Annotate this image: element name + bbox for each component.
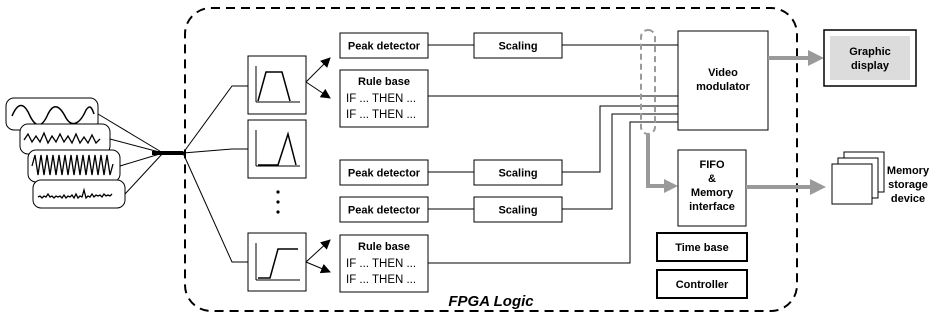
svg-text:Scaling: Scaling [498, 168, 537, 180]
fpga-frame [184, 7, 798, 312]
bus-to-fifo-arrowhead [664, 179, 678, 193]
svg-text:interface: interface [689, 201, 735, 213]
fifo-memory-interface: FIFO & Memory interface [677, 149, 747, 227]
peak-detector-1: Peak detector [339, 32, 429, 59]
ellipsis-dots [276, 190, 280, 214]
peak-detector-2: Peak detector [339, 159, 429, 186]
controller: Controller [656, 269, 748, 299]
filter-block-3 [247, 232, 307, 292]
bus-selector-ellipse [640, 29, 656, 135]
signal-waveform-3 [27, 149, 121, 183]
svg-text:Scaling: Scaling [498, 41, 537, 53]
svg-text:Peak detector: Peak detector [348, 205, 421, 217]
rule-base-2: Rule base IF ... THEN ... IF ... THEN ..… [339, 234, 429, 293]
svg-text:FIFO: FIFO [699, 159, 724, 171]
svg-text:Video: Video [708, 67, 738, 79]
svg-text:Memory: Memory [691, 187, 734, 199]
svg-text:Peak detector: Peak detector [348, 41, 421, 53]
filter-output-arrows [305, 57, 331, 274]
filter-fan-lines [182, 85, 248, 263]
time-base: Time base [656, 232, 748, 262]
rule-base-1: Rule base IF ... THEN ... IF ... THEN ..… [339, 69, 429, 128]
svg-text:&: & [708, 173, 716, 185]
bus-to-fifo-line [646, 134, 664, 188]
scaling-2: Scaling [473, 159, 563, 186]
fpga-logic-title: FPGA Logic [448, 293, 534, 310]
filter-block-1 [247, 55, 307, 115]
svg-text:IF ... THEN ...: IF ... THEN ... [346, 93, 416, 105]
svg-text:Peak detector: Peak detector [348, 168, 421, 180]
filter-block-2 [247, 119, 307, 179]
svg-text:Rule base: Rule base [358, 241, 410, 253]
scaling-1: Scaling [473, 32, 563, 59]
svg-text:modulator: modulator [696, 81, 750, 93]
video-modulator: Video modulator [677, 30, 769, 131]
graphic-display: Graphic display [823, 29, 917, 87]
svg-text:device: device [891, 193, 925, 205]
svg-text:display: display [851, 60, 890, 72]
input-fan-lines [97, 113, 164, 195]
signal-waveform-1 [5, 97, 99, 131]
svg-text:Graphic: Graphic [849, 46, 891, 58]
svg-text:Memory: Memory [887, 165, 930, 177]
svg-text:IF ... THEN ...: IF ... THEN ... [346, 258, 416, 270]
svg-text:Rule base: Rule base [358, 76, 410, 88]
to-storage-arrowhead [810, 179, 826, 195]
svg-text:storage: storage [888, 179, 928, 191]
input-signals [5, 97, 126, 209]
svg-text:Controller: Controller [676, 279, 729, 291]
peak-detector-3: Peak detector [339, 196, 429, 223]
svg-text:Time base: Time base [675, 242, 729, 254]
memory-storage-label: Memory storage device [887, 165, 930, 205]
svg-text:IF ... THEN ...: IF ... THEN ... [346, 109, 416, 121]
svg-text:IF ... THEN ...: IF ... THEN ... [346, 274, 416, 286]
scaling-3: Scaling [473, 196, 563, 223]
to-display-arrowhead [808, 50, 824, 66]
signal-waveform-4 [32, 179, 126, 209]
svg-text:Scaling: Scaling [498, 205, 537, 217]
memory-storage-pages [831, 151, 885, 205]
